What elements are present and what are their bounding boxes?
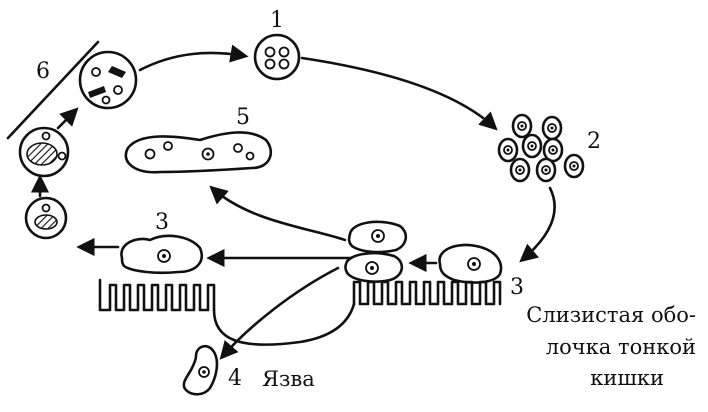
caption-mucosa-line-1: Слизистая обо- xyxy=(526,303,696,327)
cyst-stage-1 xyxy=(253,33,301,81)
label-stage-2: 2 xyxy=(587,129,601,154)
arrow-1-to-2 xyxy=(300,56,498,131)
label-stage-3-left: 3 xyxy=(155,210,169,235)
cyst-cluster-stage-2 xyxy=(497,113,585,183)
label-stage-6: 6 xyxy=(36,59,50,84)
tissue-form-stage-5 xyxy=(124,131,273,174)
boundary-line xyxy=(6,40,100,140)
label-stage-1: 1 xyxy=(270,8,284,33)
arrow-pair-to-5 xyxy=(209,185,347,242)
caption-mucosa-line-3: кишки xyxy=(590,366,664,390)
mucosa-right-villi xyxy=(352,280,502,306)
arrow-6-to-1 xyxy=(138,44,249,72)
trophozoite-right-stage-3 xyxy=(438,243,503,284)
arrow-2-to-3 xyxy=(519,186,556,263)
trophozoite-pair xyxy=(344,220,408,283)
ulcer-form-stage-4 xyxy=(182,344,219,396)
label-ulcer: Язва xyxy=(262,367,315,391)
ulcer-crater xyxy=(212,302,356,346)
cyst-two-nuclei xyxy=(18,126,70,178)
caption-mucosa-line-2: лочка тонкой xyxy=(546,335,696,359)
arrow-pair-to-4 xyxy=(219,266,340,360)
arrow-cyst-up-2 xyxy=(56,107,79,130)
cyst-one-nucleus xyxy=(24,196,68,240)
mucosa-left-villi xyxy=(98,278,216,312)
label-stage-4: 4 xyxy=(228,366,242,391)
label-stage-5: 5 xyxy=(236,105,250,130)
label-stage-3-right: 3 xyxy=(510,275,524,300)
trophozoite-left-stage-3 xyxy=(120,234,203,275)
cyst-four-nuclei xyxy=(78,50,138,110)
